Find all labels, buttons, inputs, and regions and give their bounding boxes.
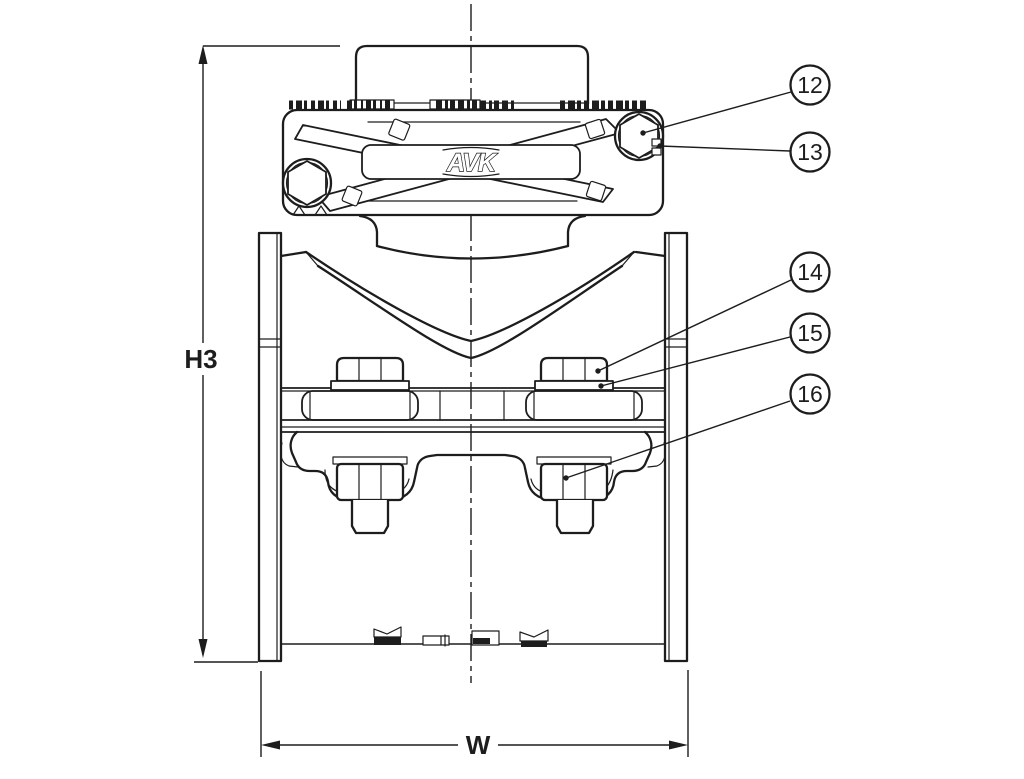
bolt-shank-right [555, 498, 595, 535]
callout-14: 14 [595, 251, 831, 374]
callout-13-number: 13 [797, 139, 823, 165]
gland-clamp-body: AVK [281, 108, 665, 217]
bonnet-neck [358, 214, 587, 260]
clamp-bolt-right [613, 110, 665, 162]
dimension-w-label: W [466, 730, 491, 760]
dimension-h3-label: H3 [184, 344, 217, 374]
dimension-h3: H3 [183, 45, 340, 663]
clamp-bolt-left [281, 157, 333, 216]
clamp-lug [388, 118, 411, 141]
coupling-nut-right [536, 456, 612, 535]
tie-rod-coupler [422, 634, 450, 647]
tie-rod [281, 626, 665, 647]
flange-plate [280, 387, 666, 428]
bolt-boss-left [301, 390, 419, 421]
flange-bolt-left [330, 356, 410, 391]
tie-rod-center-block [471, 630, 500, 646]
dimension-w: W [260, 670, 689, 760]
knurled-band [289, 99, 646, 110]
side-plate-right [663, 231, 689, 663]
protective-cap [354, 44, 590, 106]
callout-15-number: 15 [797, 320, 823, 346]
callout-14-number: 14 [797, 259, 823, 285]
avk-logo: AVK [442, 146, 500, 178]
callout-13: 13 [657, 131, 831, 173]
tie-rod-wingnut-left [373, 626, 402, 645]
side-plate-left [257, 231, 283, 663]
callout-15: 15 [598, 312, 831, 389]
bolt-retaining-clip [651, 147, 662, 156]
flange-washer-left [330, 380, 410, 391]
bolt-retaining-clip [651, 138, 662, 147]
flange-bolt-right [534, 356, 614, 391]
flange-washer-right [534, 380, 614, 391]
clamp-lug [585, 180, 607, 202]
coupling-nut-left [332, 456, 408, 535]
bolt-boss-right [525, 390, 643, 421]
tie-rod-wingnut-right [519, 629, 549, 647]
clamp-lug [341, 185, 363, 207]
callout-12-number: 12 [797, 72, 823, 98]
clamp-lug [584, 118, 606, 140]
saddle-cradle [279, 250, 667, 360]
callout-12: 12 [640, 64, 831, 136]
callout-16: 16 [563, 373, 831, 481]
callout-16-number: 16 [797, 381, 823, 407]
avk-logo-text: AVK [446, 149, 498, 177]
bolt-shank-left [350, 498, 390, 535]
